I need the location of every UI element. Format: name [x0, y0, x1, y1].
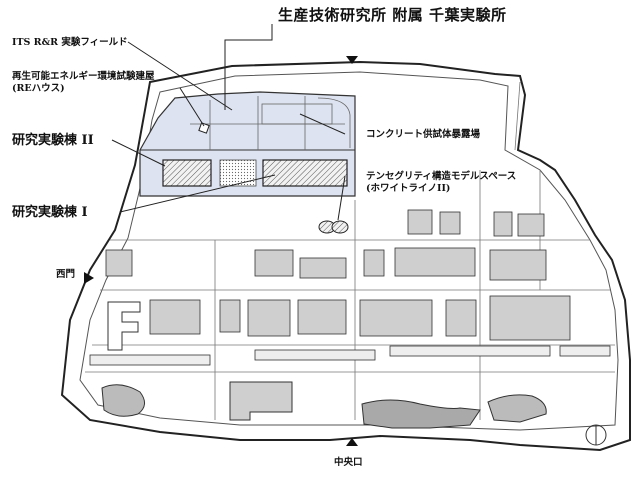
pond-southeast: [487, 394, 547, 423]
west-gate-marker: [84, 272, 94, 284]
tensegrity-model: [318, 220, 349, 234]
re-house-building: [198, 122, 210, 134]
f-building: [107, 301, 141, 351]
pond-west: [101, 384, 145, 417]
central-gate-label: 中央口: [334, 457, 363, 468]
leader-lines: [111, 24, 346, 221]
inner-road-boundary: [79, 71, 619, 431]
its-field-label: ITS R&R 実験フィールド: [12, 37, 128, 48]
north-gate-marker: [346, 56, 358, 64]
north-arrow-icon: [585, 424, 607, 446]
central-gate-marker: [346, 438, 358, 446]
buildings-north: [105, 209, 547, 281]
lab-building-2-west: [162, 159, 212, 187]
tensegrity-label: テンセグリティ構造モデルスペース: [366, 171, 517, 182]
lab-building-2-label: 研究実験棟 II: [12, 133, 94, 148]
buildings-south: [229, 381, 293, 421]
road-grid: [85, 81, 615, 420]
west-gate-label: 西門: [56, 269, 76, 280]
zone-grid: [190, 96, 351, 150]
buildings-middle: [149, 295, 571, 341]
long-structures: [89, 345, 611, 366]
concrete-exposure-label: コンクリート供試体暴露場: [366, 129, 481, 140]
map-title: 生産技術研究所 附属 千葉実験所: [278, 6, 507, 24]
lab-building-2-center: [219, 159, 257, 187]
re-house-label: 再生可能エネルギー環境試験建屋: [12, 71, 155, 82]
lab-building-1-label: 研究実験棟 I: [12, 205, 88, 220]
re-house-sub-label: (REハウス): [12, 83, 65, 94]
lab-building-1: [262, 159, 348, 187]
tensegrity-sub-label: (ホワイトライノII): [366, 183, 451, 194]
pond-south: [361, 399, 481, 429]
